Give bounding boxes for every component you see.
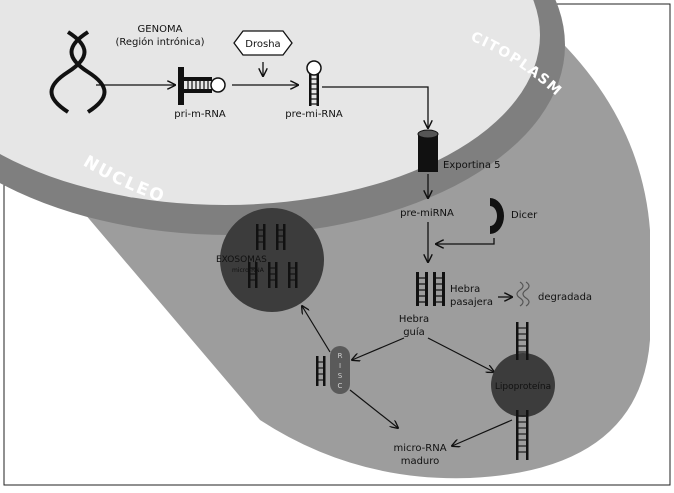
risc-letter-c: C [338, 382, 343, 390]
exosome-vesicle [220, 208, 324, 312]
lipoprotein-particle [491, 353, 555, 417]
risc-guide-strand-icon [316, 356, 326, 386]
microrna-maduro-label-2: maduro [401, 456, 440, 467]
pri-m-rna-icon [178, 67, 226, 105]
exportina-5-label: Exportina 5 [443, 160, 501, 171]
degraded-strand-icon [516, 281, 530, 307]
hebra-pasajera-label-2: pasajera [450, 297, 493, 308]
lipoprotein-mirna-icons [516, 322, 529, 460]
risc-letter-i: I [339, 362, 341, 370]
exosomas-sublabel: micro-RNA [232, 267, 265, 274]
arrow-risc-to-exosome [302, 306, 331, 353]
pri-m-rna-label: pri-m-RNA [174, 109, 226, 120]
exosome-mirna-icons [248, 224, 298, 288]
arrow-guia-to-lipoproteina [427, 337, 494, 372]
drosha-label: Drosha [245, 39, 280, 50]
exosomas-label: EXOSOMAS [216, 255, 267, 265]
lipoproteina-label: Lipoproteína [495, 382, 551, 392]
dicer-label: Dicer [511, 210, 538, 221]
arrow-guia-to-risc [352, 337, 405, 360]
arrow-lipoproteina-to-mature [452, 419, 513, 446]
risc-complex [330, 346, 350, 394]
mirna-duplex-icon [416, 272, 445, 306]
drosha-enzyme-icon [233, 30, 293, 56]
microrna-maduro-label-1: micro-RNA [393, 443, 446, 454]
nucleus-region [0, 0, 540, 205]
arrow-dicer-cut [436, 238, 495, 244]
genome-label: GENOMA [138, 24, 183, 35]
risc-letter-s: S [338, 372, 343, 380]
pre-mi-rna-hairpin-icon [306, 60, 322, 106]
arrow-risc-to-mature [349, 389, 398, 428]
degradada-label: degradada [538, 292, 592, 303]
hebra-guia-label-1: Hebra [399, 314, 429, 325]
genome-sublabel: (Región intrónica) [115, 36, 204, 48]
dicer-enzyme-icon [490, 198, 504, 234]
arrow-premirna-to-exportina [322, 86, 428, 128]
hebra-guia-label-2: guía [403, 326, 425, 338]
pre-mirna-label: pre-miRNA [400, 208, 454, 219]
exportina-5-icon [417, 129, 439, 172]
hebra-pasajera-label-1: Hebra [450, 284, 480, 295]
risc-letter-r: R [338, 352, 343, 360]
genome-helix-icon [49, 30, 107, 114]
pre-mi-rna-label: pre-mi-RNA [285, 109, 343, 120]
